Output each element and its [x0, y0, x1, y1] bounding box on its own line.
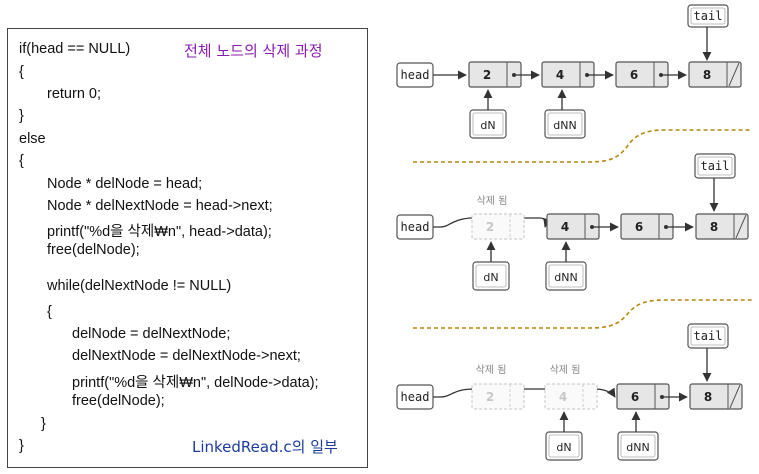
code-panel-caption: LinkedRead.c의 일부	[192, 438, 338, 456]
deleted-label: 삭제 됨	[476, 364, 507, 376]
code-line: }	[19, 438, 24, 454]
code-line: }	[19, 108, 24, 124]
tail-label: tail	[694, 329, 723, 343]
head-label: head	[401, 68, 430, 82]
deleted-label: 삭제 됨	[550, 364, 581, 376]
code-line: else	[19, 131, 46, 147]
code-line: Node * delNode = head;	[47, 176, 203, 192]
head-label: head	[401, 220, 430, 234]
tail-box: tail	[694, 153, 736, 179]
stage-1: tail head 2 4 6	[396, 4, 742, 139]
code-line: if(head == NULL)	[19, 41, 131, 57]
deleted-label: 삭제 됨	[477, 195, 508, 207]
stage-separator	[413, 129, 752, 163]
tail-label: tail	[694, 9, 723, 23]
head-box: head	[396, 62, 434, 88]
node-value: 2	[486, 220, 494, 234]
pointer-label: dNN	[554, 271, 577, 284]
dn-pointer-box: dN	[545, 431, 583, 461]
node-value: 8	[703, 68, 711, 82]
dn-pointer-box: dN	[472, 261, 510, 291]
node-value: 4	[559, 390, 567, 404]
deleted-node: 2	[471, 383, 525, 410]
tail-box: tail	[687, 323, 729, 349]
pointer-label: dN	[556, 441, 571, 454]
code-line: delNextNode = delNextNode->next;	[72, 348, 301, 364]
list-node: 8	[688, 61, 742, 88]
node-value: 2	[486, 390, 494, 404]
pointer-label: dN	[483, 271, 498, 284]
code-line: printf("%d을 삭제₩n", delNode->data);	[72, 375, 319, 391]
node-value: 8	[710, 220, 718, 234]
stage-3: tail 삭제 됨 삭제 됨 head 2 4 6	[396, 323, 743, 461]
code-line: free(delNode);	[72, 393, 165, 409]
list-node: 8	[695, 213, 749, 240]
code-line: printf("%d을 삭제₩n", head->data);	[47, 224, 272, 240]
pointer-label: dNN	[626, 441, 649, 454]
deleted-node: 4	[544, 383, 598, 410]
code-line: {	[19, 64, 24, 80]
code-panel-title: 전체 노드의 삭제 과정	[184, 42, 323, 60]
dnn-pointer-box: dNN	[545, 261, 587, 291]
code-line: }	[41, 416, 46, 432]
stage-2: tail 삭제 됨 head 2 4 6	[396, 153, 749, 291]
list-node: 8	[689, 383, 743, 410]
dnn-pointer-box: dNN	[617, 431, 659, 461]
deleted-node: 2	[471, 213, 525, 240]
code-line: return 0;	[47, 86, 101, 102]
node-value: 6	[630, 68, 638, 82]
head-box: head	[396, 384, 434, 410]
tail-box: tail	[687, 4, 729, 28]
code-line: while(delNextNode != NULL)	[47, 278, 232, 294]
tail-label: tail	[701, 159, 730, 173]
code-line: delNode = delNextNode;	[72, 326, 231, 342]
head-box: head	[396, 214, 434, 240]
code-line: {	[19, 153, 24, 169]
code-line: free(delNode);	[47, 242, 140, 258]
node-value: 4	[561, 220, 569, 234]
dn-pointer-box: dN	[469, 109, 507, 139]
node-value: 6	[635, 220, 643, 234]
dnn-pointer-box: dNN	[544, 109, 586, 139]
code-line: {	[47, 304, 52, 320]
node-value: 4	[556, 68, 564, 82]
code-panel	[7, 28, 368, 468]
pointer-label: dNN	[553, 119, 576, 132]
node-value: 8	[704, 390, 712, 404]
stage-separator	[413, 299, 752, 329]
code-line: Node * delNextNode = head->next;	[47, 198, 273, 214]
node-value: 6	[631, 390, 639, 404]
node-value: 2	[483, 68, 491, 82]
head-label: head	[401, 390, 430, 404]
pointer-label: dN	[480, 119, 495, 132]
